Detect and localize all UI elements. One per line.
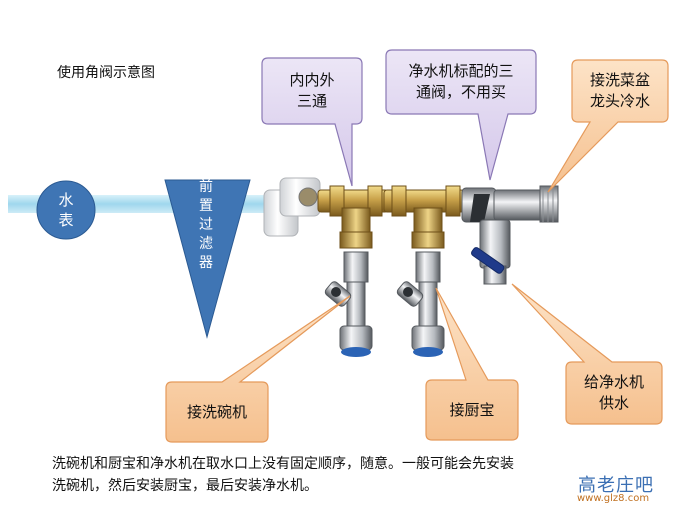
installation-note: 洗碗机和厨宝和净水机在取水口上没有固定顺序，随意。一般可能会先安装 洗碗机，然后… (52, 453, 642, 497)
diagram-title: 使用角阀示意图 (57, 65, 155, 81)
pre-filter-char: 过 (199, 217, 213, 233)
callout-line: 接厨宝 (449, 400, 495, 419)
callout-dishwasher-label: 接洗碗机 (166, 384, 268, 440)
angle-valve-right (396, 251, 445, 357)
callout-purifier-supply-bubble (511, 283, 663, 425)
water-meter-char: 水 (58, 191, 74, 209)
callout-kitchen-heater-label: 接厨宝 (426, 382, 518, 438)
callout-line: 内内外 (289, 71, 335, 89)
callout-sink-faucet-label: 接洗菜盆 龙头冷水 (572, 62, 668, 120)
callout-line: 龙头冷水 (589, 92, 650, 110)
pre-filter-triangle (164, 179, 251, 339)
brass-tee-left (317, 185, 389, 249)
pre-filter-char: 器 (199, 255, 213, 271)
callout-line: 供水 (598, 394, 629, 412)
water-meter-circle (36, 180, 96, 240)
pre-filter-label: 前 置 过 滤 器 (191, 178, 221, 273)
callout-line: 三通 (296, 92, 327, 110)
callout-kitchen-heater-bubble (425, 287, 519, 441)
callout-purifier-tee-bubble (385, 49, 537, 181)
purifier-three-way-valve (461, 185, 559, 285)
note-line: 洗碗机和厨宝和净水机在取水口上没有固定顺序，随意。一般可能会先安装 (52, 456, 514, 472)
pre-filter-char: 滤 (199, 236, 213, 252)
pre-filter-char: 前 (199, 179, 213, 195)
white-elbow-fitting (263, 177, 321, 237)
callout-line: 接洗碗机 (186, 402, 247, 421)
watermark-logo: 高老庄吧 (578, 475, 654, 496)
callout-dishwasher-bubble (165, 295, 351, 443)
callout-tee-bubble (261, 57, 363, 187)
note-line: 洗碗机，然后安装厨宝，最后安装净水机。 (52, 478, 318, 494)
pre-filter-char: 置 (199, 198, 213, 214)
callout-tee-label: 内内外 三通 (262, 60, 362, 122)
callout-line: 通阀，不用买 (415, 83, 506, 101)
watermark-url: www.glz8.com (577, 493, 650, 504)
callout-purifier-tee-label: 净水机标配的三 通阀，不用买 (386, 52, 536, 112)
angle-valve-left (324, 251, 373, 357)
brass-tee-right (383, 185, 465, 249)
callout-line: 给净水机 (583, 373, 644, 391)
water-meter-label: 水 表 (40, 183, 92, 237)
callout-purifier-supply-label: 给净水机 供水 (566, 364, 662, 422)
callout-line: 接洗菜盆 (589, 71, 650, 89)
water-meter-char: 表 (58, 211, 74, 229)
callout-line: 净水机标配的三 (408, 62, 514, 80)
callout-sink-faucet-bubble (547, 59, 669, 193)
